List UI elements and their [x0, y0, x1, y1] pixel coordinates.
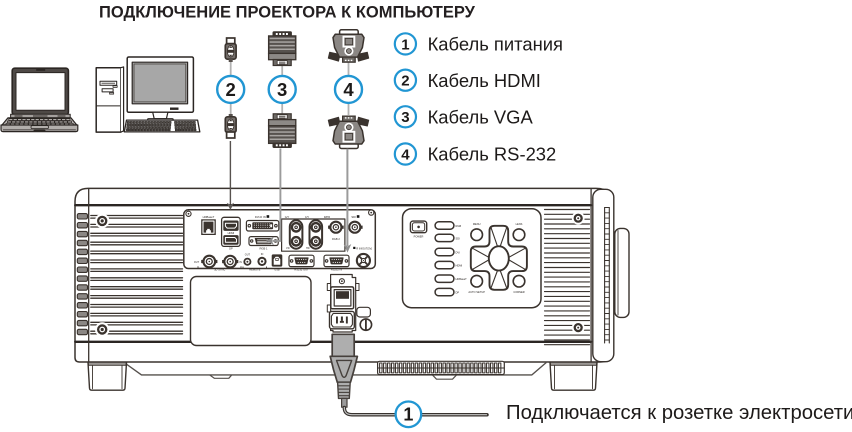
svg-text:POWER: POWER [414, 235, 424, 239]
svg-text:R/PR: R/PR [324, 215, 330, 219]
svg-text:Кабель RS-232: Кабель RS-232 [428, 144, 557, 165]
svg-text:RS232 OUT: RS232 OUT [294, 267, 309, 271]
svg-text:HDMI: HDMI [456, 264, 463, 268]
svg-text:RGB 1: RGB 1 [259, 246, 268, 250]
svg-text:3: 3 [277, 79, 287, 100]
svg-text:IN: IN [239, 261, 242, 264]
svg-text:R IN/OUT(5V): R IN/OUT(5V) [356, 248, 372, 251]
svg-text:DVI-D IN: DVI-D IN [255, 215, 266, 219]
svg-text:1: 1 [403, 405, 413, 425]
svg-text:RS232 IN: RS232 IN [331, 267, 342, 271]
svg-text:REMOTE: REMOTE [249, 268, 260, 272]
svg-text:ПОДКЛЮЧЕНИЕ ПРОЕКТОРА К КОМПЬЮ: ПОДКЛЮЧЕНИЕ ПРОЕКТОРА К КОМПЬЮТЕРУ [99, 4, 476, 22]
svg-text:HDMI: HDMI [228, 231, 235, 235]
svg-text:Подключается к розетке электро: Подключается к розетке электросети [506, 402, 852, 424]
svg-text:Кабель VGA: Кабель VGA [428, 106, 534, 127]
svg-text:RGB: RGB [456, 224, 462, 228]
svg-text:Кабель HDMI: Кабель HDMI [428, 70, 541, 91]
svg-text:OUT: OUT [194, 261, 200, 264]
svg-text:DP: DP [229, 247, 233, 251]
svg-text:OUT: OUT [245, 253, 251, 256]
svg-text:3: 3 [401, 109, 409, 126]
svg-text:MENU: MENU [473, 222, 481, 226]
svg-text:HDBaseT: HDBaseT [203, 215, 215, 219]
svg-text:SDI: SDI [351, 215, 356, 219]
svg-text:SDI: SDI [456, 236, 461, 240]
svg-text:4: 4 [401, 146, 410, 163]
svg-text:1: 1 [401, 36, 409, 53]
svg-text:G/Y: G/Y [285, 215, 290, 219]
svg-text:2: 2 [226, 79, 236, 100]
svg-text:RGB 2: RGB 2 [332, 237, 340, 241]
svg-text:DP: DP [456, 291, 460, 295]
svg-text:3D SYNC: 3D SYNC [214, 267, 225, 271]
svg-text:USB: USB [274, 267, 280, 271]
svg-text:HDBaseT: HDBaseT [456, 277, 468, 281]
svg-text:LENS: LENS [516, 222, 523, 226]
svg-text:HD: HD [306, 247, 310, 250]
svg-text:Кабель питания: Кабель питания [428, 34, 563, 55]
svg-text:DVI: DVI [456, 251, 461, 255]
svg-text:AUTO SETUP: AUTO SETUP [468, 290, 485, 294]
svg-text:4: 4 [343, 79, 354, 100]
svg-text:CORNER: CORNER [513, 290, 524, 294]
svg-text:C/Y: C/Y [305, 215, 310, 219]
svg-text:2: 2 [401, 73, 409, 90]
svg-text:VD: VD [286, 247, 290, 250]
svg-text:IN: IN [261, 253, 264, 256]
